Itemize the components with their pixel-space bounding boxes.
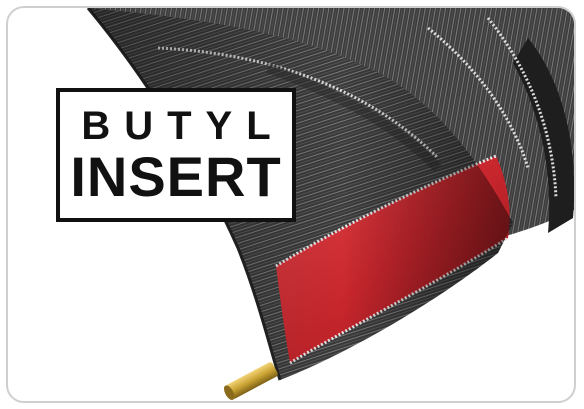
label-line-1: BUTYL [81, 104, 284, 148]
label-line-2: INSERT [70, 148, 281, 206]
image-frame: BUTYL INSERT [6, 6, 576, 403]
valve-tube [222, 361, 279, 401]
butyl-insert-label: BUTYL INSERT [56, 88, 296, 222]
